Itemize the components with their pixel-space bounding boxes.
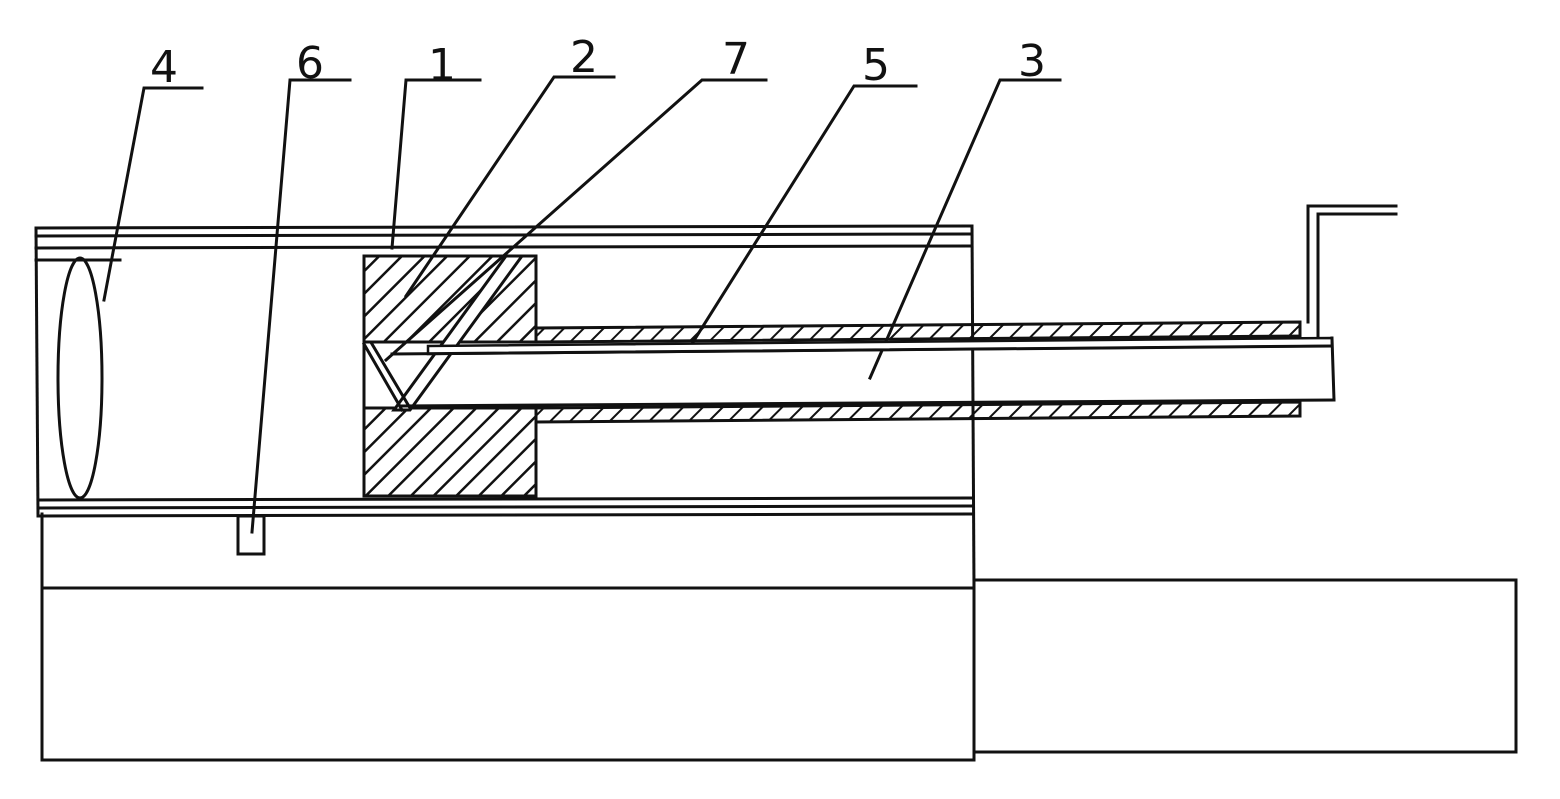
housing-top-inner-2 [34,244,974,250]
leader-5 [685,84,918,353]
part-6-post [236,514,266,556]
housing-bottom-inner-1 [36,496,974,502]
housing-left-edge [34,226,40,518]
label-7: 7 [722,34,750,85]
housing-top-inner-1 [34,232,974,238]
tube-upper-wall [534,320,1302,344]
housing-bottom-inner-2 [36,504,974,510]
label-4: 4 [150,42,178,93]
leader-1 [390,78,482,250]
base-right-block [972,578,1518,754]
leader-3 [868,78,1062,380]
leader-2 [403,75,616,299]
tube-lower-wall [534,400,1302,424]
base [40,512,1518,762]
housing-bottom-outer [36,512,974,518]
leader-lines [102,75,1062,534]
end-hook [1306,204,1398,338]
part-3-rod [390,336,1336,408]
part-2-lower-block [362,406,538,498]
leader-6 [250,78,352,534]
label-1: 1 [428,40,456,91]
leader-4 [102,86,204,302]
label-2: 2 [570,32,598,83]
part-7-channel [361,254,525,413]
part-4-ellipse [56,256,104,500]
housing-top-outer [34,224,974,230]
label-5: 5 [862,40,890,91]
base-left-block [40,586,976,762]
